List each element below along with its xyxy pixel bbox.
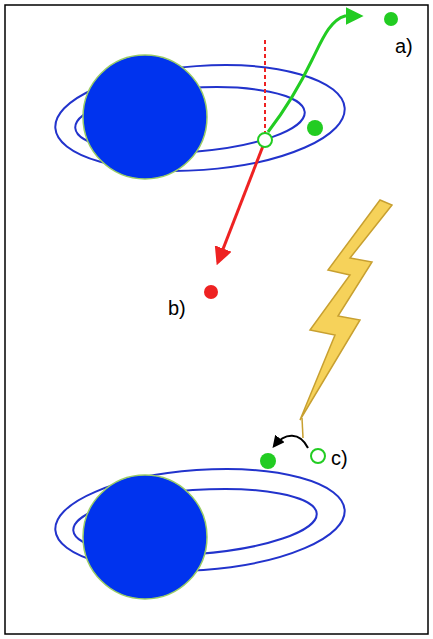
frame xyxy=(5,5,428,634)
part-label: a) xyxy=(395,36,413,56)
part-label: c) xyxy=(331,448,348,468)
bottom-atom xyxy=(52,436,348,599)
lightning-bolt xyxy=(300,200,392,420)
part-label: b) xyxy=(168,298,186,318)
